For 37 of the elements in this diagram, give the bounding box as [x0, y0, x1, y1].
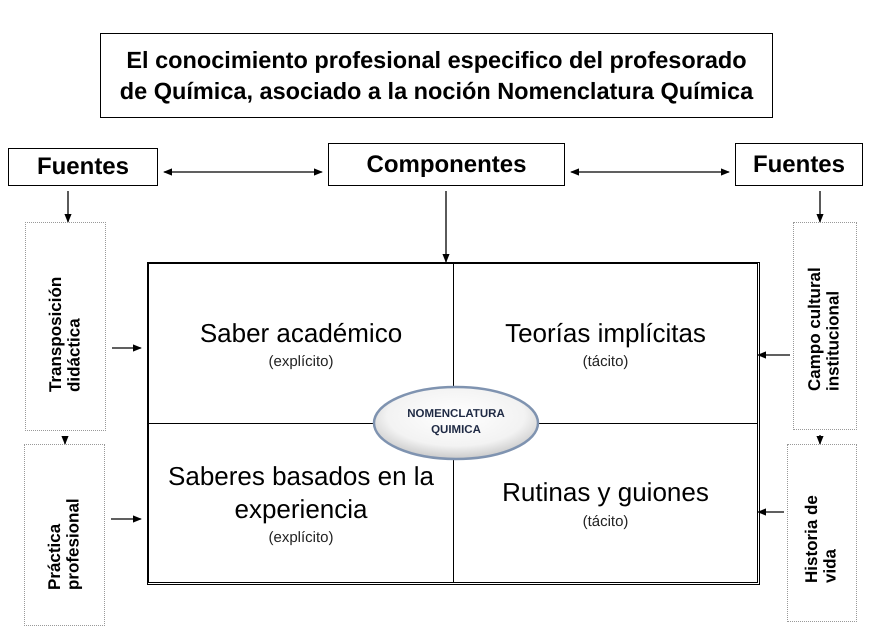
- dotted-box: [24, 444, 105, 626]
- arrow: [757, 508, 784, 516]
- vertical-label: Práctica profesional: [46, 497, 84, 590]
- title: El conocimiento profesional especifico del profesorado de Química, asociado a la noción Nomenclatura Química: [100, 33, 773, 118]
- dotted-box: [25, 222, 106, 431]
- quadrant-note: (tácito): [582, 353, 628, 370]
- arrow: [570, 168, 730, 176]
- vertical-label: Transposición didáctica: [46, 275, 84, 392]
- quadrant-note: (tácito): [582, 512, 628, 530]
- quadrant-title: Teorías implícitas: [505, 316, 706, 350]
- arrow: [816, 191, 824, 223]
- box-label: Fuentes: [36, 153, 129, 181]
- arrow: [112, 344, 142, 352]
- box-label: Fuentes: [752, 150, 845, 178]
- arrow: [816, 435, 824, 445]
- arrow: [64, 191, 72, 223]
- arrow: [757, 351, 790, 359]
- quadrant-note: (explícito): [268, 529, 334, 546]
- arrow: [111, 515, 142, 523]
- label-box: [735, 143, 863, 186]
- dotted-box: [787, 444, 857, 622]
- quadrant-title: Saberes basados en la experiencia: [167, 460, 435, 525]
- arrow: [442, 191, 450, 263]
- box-label: Componentes: [366, 150, 526, 178]
- quadrant-note: (explícito): [268, 353, 334, 370]
- arrow: [61, 436, 69, 445]
- arrow: [163, 168, 323, 176]
- label-box: [328, 143, 565, 186]
- quadrant-title: Saber académico: [200, 316, 402, 350]
- label-box: [8, 148, 158, 186]
- ellipse-label: NOMENCLATURA QUIMICA: [406, 407, 506, 438]
- dotted-box: [793, 222, 857, 430]
- vertical-label: Historia de vida: [803, 494, 841, 583]
- quadrant-title: Rutinas y guiones: [502, 476, 709, 509]
- vertical-label: Campo cultural institucional: [806, 266, 844, 391]
- center-ellipse: [372, 385, 540, 461]
- quadrant-grid: [147, 262, 760, 585]
